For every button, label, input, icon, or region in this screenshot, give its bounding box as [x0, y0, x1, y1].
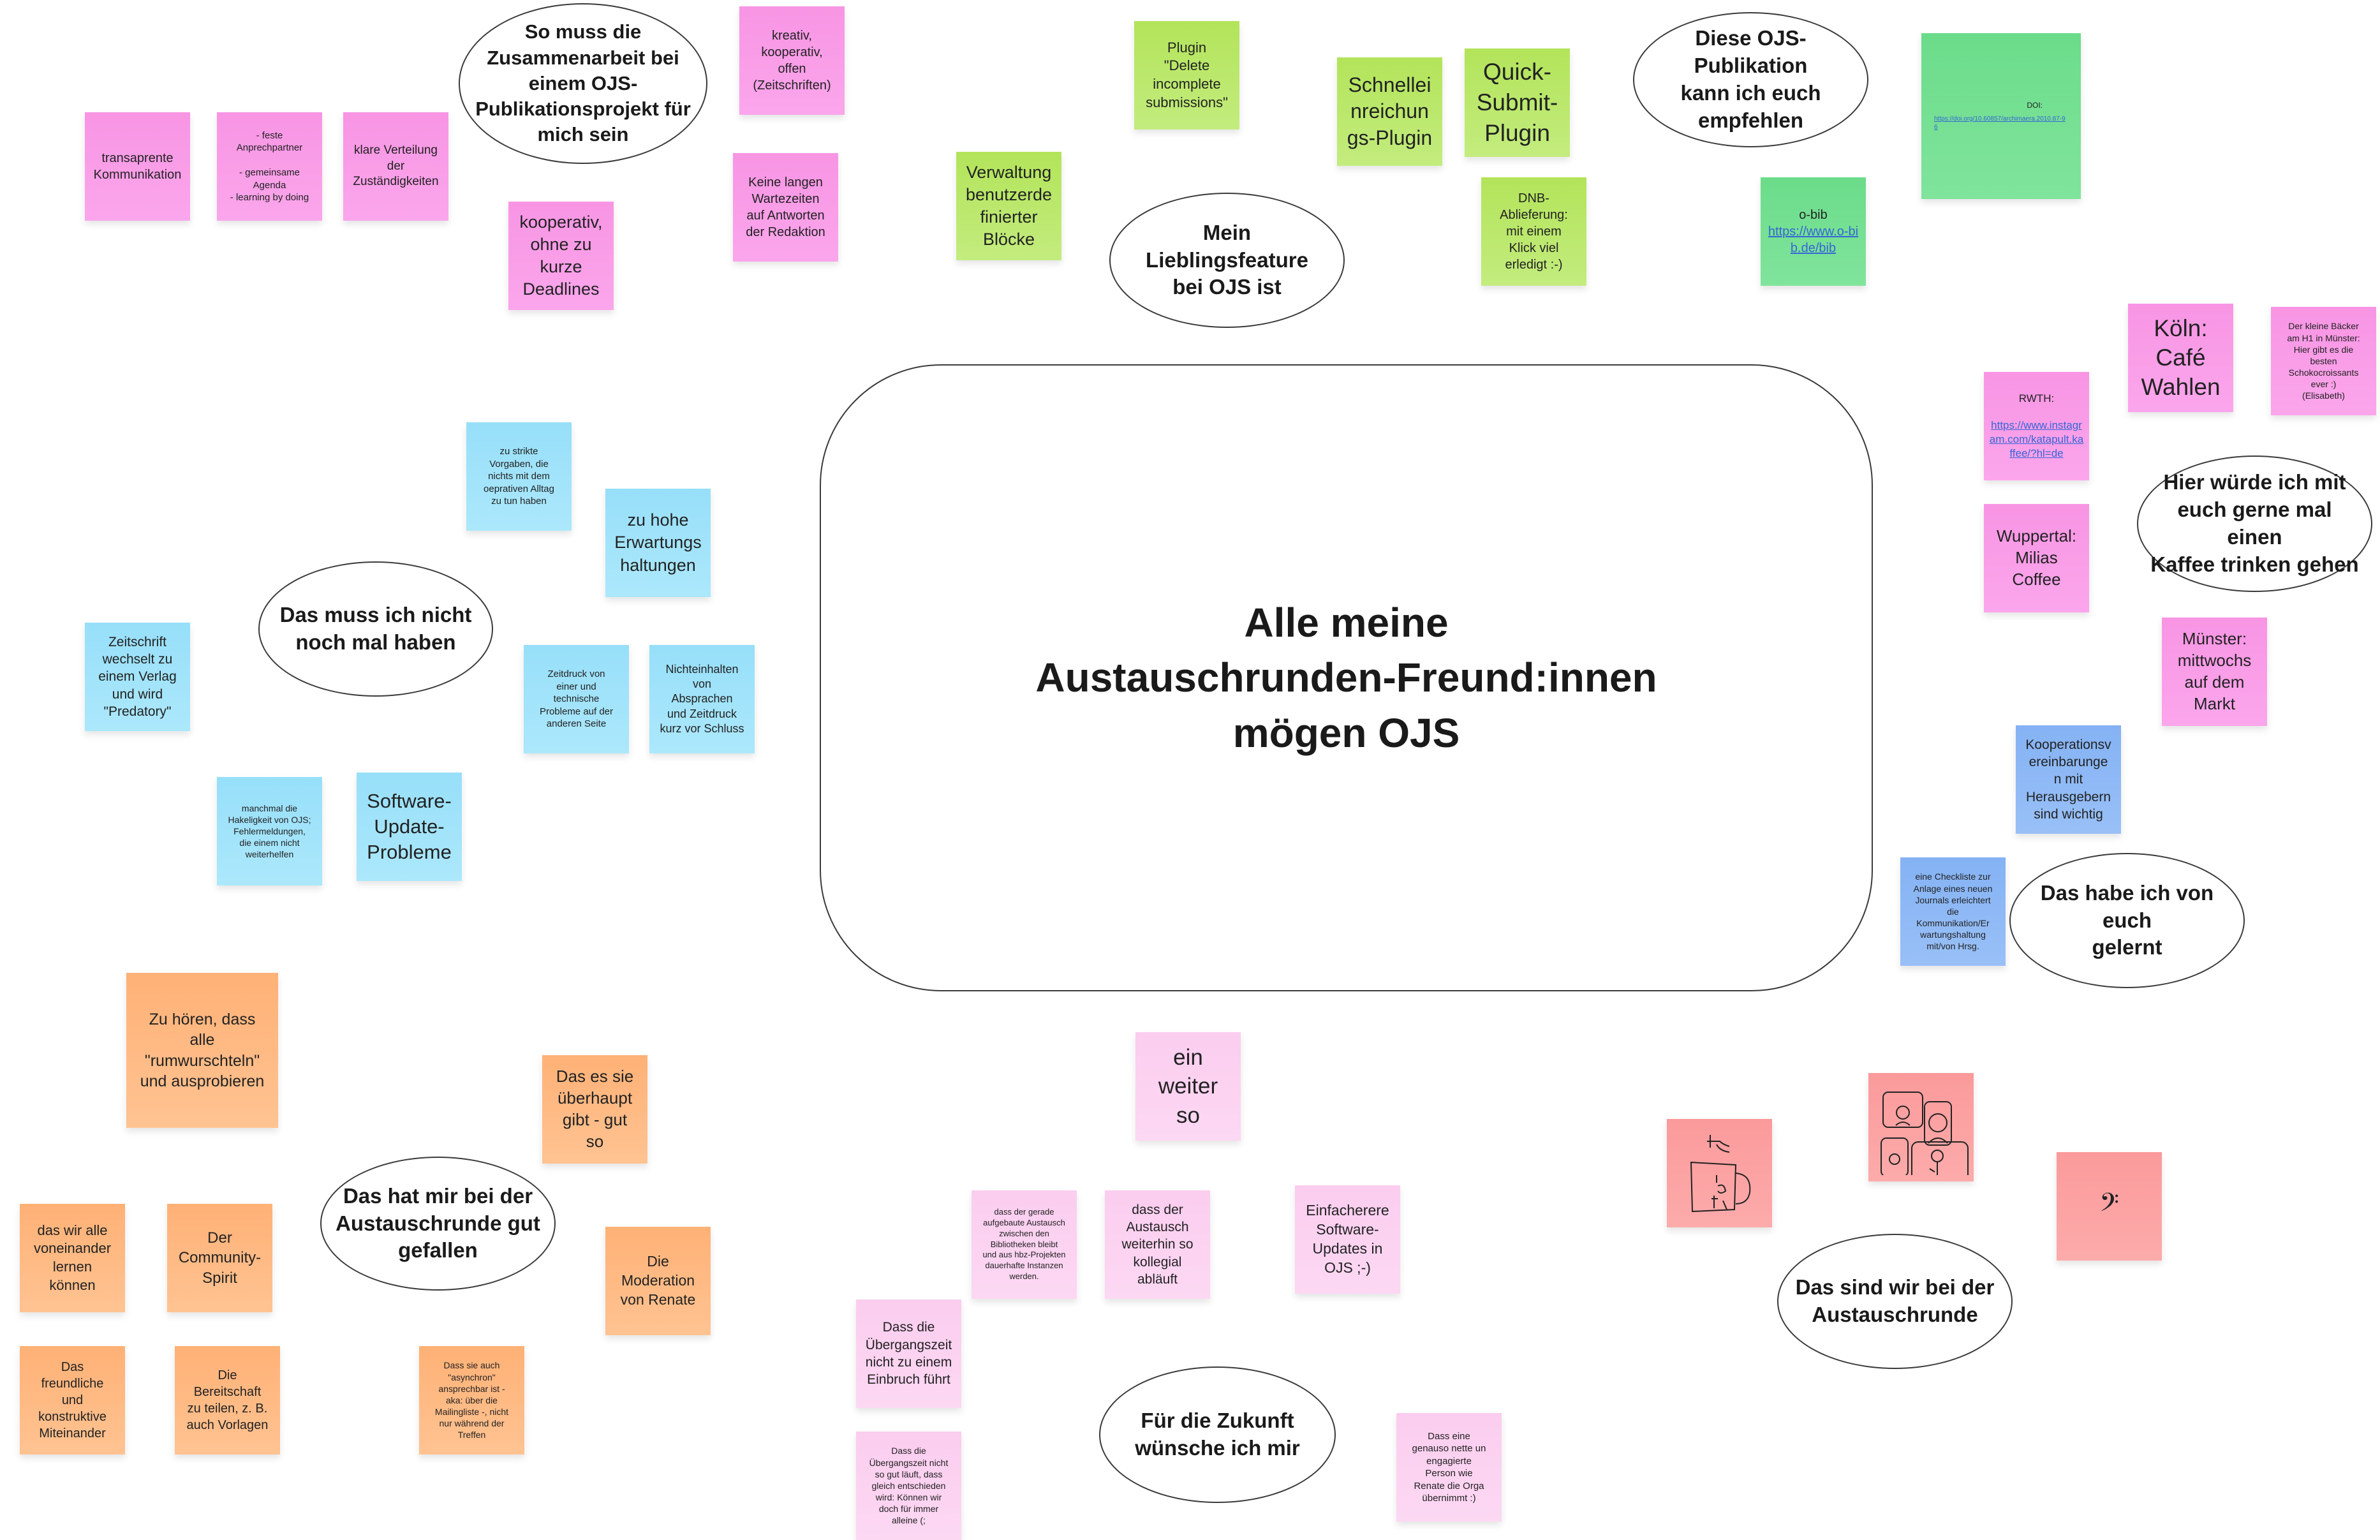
bass-clef-drawing[interactable]: 𝄢: [2057, 1152, 2162, 1261]
sticky-note[interactable]: dass der gerade aufgebaute Austausch zwi…: [972, 1190, 1077, 1299]
topic-zukunft[interactable]: Für die Zukunft wünsche ich mir: [1099, 1366, 1336, 1503]
obib-label: o-bib: [1799, 208, 1828, 222]
sticky-note[interactable]: Software- Update- Probleme: [357, 773, 462, 881]
sticky-note[interactable]: zu strikte Vorgaben, die nichts mit dem …: [466, 422, 572, 531]
sticky-note[interactable]: dass der Austausch weiterhin so kollegia…: [1105, 1190, 1210, 1299]
central-topic[interactable]: Alle meine Austauschrunden-Freund:innen …: [820, 364, 1873, 991]
sticky-note[interactable]: Dass sie auch "asynchron" ansprechbar is…: [419, 1346, 524, 1455]
sticky-note[interactable]: Verwaltung benutzerde finierter Blöcke: [956, 152, 1061, 260]
topic-gelernt[interactable]: Das habe ich von euch gelernt: [2009, 853, 2245, 988]
sticky-note[interactable]: Der Community- Spirit: [167, 1204, 272, 1312]
coffee-mug-icon: [1690, 1135, 1750, 1213]
rwth-label: RWTH:: [2018, 392, 2055, 404]
sticky-note[interactable]: kooperativ, ohne zu kurze Deadlines: [508, 202, 614, 310]
sticky-note[interactable]: Kooperationsv ereinbarunge n mit Herausg…: [2016, 725, 2121, 834]
sticky-note[interactable]: Einfacherere Software- Updates in OJS ;-…: [1295, 1185, 1400, 1294]
sticky-note[interactable]: Zeitschrift wechselt zu einem Verlag und…: [85, 623, 190, 731]
sticky-note[interactable]: Dass die Übergangszeit nicht so gut läuf…: [856, 1432, 961, 1540]
sticky-note[interactable]: manchmal die Hakeligkeit von OJS; Fehler…: [217, 777, 322, 885]
sticky-note[interactable]: Zu hören, dass alle "rumwurschteln" und …: [126, 973, 278, 1128]
sticky-note-rwth[interactable]: RWTH: https://www.instagram.com/katapult…: [1984, 372, 2089, 480]
sticky-note[interactable]: Das freundliche und konstruktive Miteina…: [20, 1346, 125, 1455]
sticky-note[interactable]: ein weiter so: [1135, 1032, 1241, 1141]
doi-label: DOI:: [2027, 101, 2043, 110]
sticky-note[interactable]: Das es sie überhaupt gibt - gut so: [542, 1055, 647, 1164]
sticky-note[interactable]: Quick- Submit- Plugin: [1465, 48, 1570, 157]
topic-kaffee[interactable]: Hier würde ich mit euch gerne mal einen …: [2137, 455, 2372, 592]
sticky-note[interactable]: Plugin "Delete incomplete submissions": [1134, 21, 1239, 130]
sticky-note[interactable]: Schnellei nreichun gs-Plugin: [1337, 57, 1442, 166]
sticky-note[interactable]: Münster: mittwochs auf dem Markt: [2162, 618, 2267, 726]
video-call-icon: [1880, 1092, 1969, 1175]
sticky-note[interactable]: das wir alle voneinander lernen können: [20, 1204, 125, 1312]
topic-nicht-nochmal[interactable]: Das muss ich nicht noch mal haben: [258, 561, 493, 697]
sticky-note-obib[interactable]: o-bib https://www.o-bib.de/bib: [1761, 177, 1866, 286]
sticky-note[interactable]: klare Verteilung der Zuständigkeiten: [343, 112, 448, 221]
sticky-note[interactable]: Zeitdruck von einer und technische Probl…: [524, 645, 629, 753]
sticky-note[interactable]: Köln: Café Wahlen: [2128, 304, 2233, 412]
sticky-note[interactable]: Dass eine genauso nette un engagierte Pe…: [1396, 1413, 1502, 1521]
coffee-mug-drawing[interactable]: [1667, 1119, 1772, 1227]
sticky-note[interactable]: Wuppertal: Milias Coffee: [1984, 504, 2089, 612]
sticky-note[interactable]: - feste Anprechpartner - gemeinsame Agen…: [217, 112, 322, 221]
topic-empfehlen[interactable]: Diese OJS-Publikation kann ich euch empf…: [1633, 12, 1868, 147]
sticky-note[interactable]: Die Bereitschaft zu teilen, z. B. auch V…: [175, 1346, 280, 1455]
obib-link[interactable]: https://www.o-bib.de/bib: [1768, 225, 1859, 255]
sticky-note[interactable]: zu hohe Erwartungs haltungen: [605, 489, 711, 597]
topic-zusammenarbeit[interactable]: So muss die Zusammenarbeit bei einem OJS…: [459, 3, 707, 164]
video-call-drawing[interactable]: [1868, 1073, 1974, 1181]
doi-link[interactable]: https://doi.org/10.60857/archimaera.2010…: [1934, 115, 2066, 131]
sticky-note[interactable]: Nichteinhalten von Absprachen und Zeitdr…: [649, 645, 755, 753]
sticky-note[interactable]: DNB- Ablieferung: mit einem Klick viel e…: [1481, 177, 1586, 286]
sticky-note-doi[interactable]: DOI: https://doi.org/10.60857/archimaera…: [1921, 33, 2081, 199]
topic-gefallen[interactable]: Das hat mir bei der Austauschrunde gut g…: [320, 1157, 556, 1291]
sticky-note[interactable]: eine Checkliste zur Anlage eines neuen J…: [1900, 857, 2006, 966]
sticky-note[interactable]: Keine langen Wartezeiten auf Antworten d…: [733, 153, 838, 262]
topic-wir[interactable]: Das sind wir bei der Austauschrunde: [1777, 1234, 2013, 1369]
sticky-note[interactable]: transaprente Kommunikation: [85, 112, 190, 221]
bass-clef-icon: 𝄢: [2099, 1188, 2119, 1223]
sticky-note[interactable]: kreativ, kooperativ, offen (Zeitschrifte…: [739, 6, 845, 115]
rwth-link[interactable]: https://www.instagram.com/katapult.kaffe…: [1989, 418, 2084, 460]
sticky-note[interactable]: Der kleine Bäcker am H1 in Münster: Hier…: [2271, 307, 2376, 415]
sticky-note[interactable]: Dass die Übergangszeit nicht zu einem Ei…: [856, 1299, 961, 1408]
sticky-note[interactable]: Die Moderation von Renate: [605, 1227, 711, 1335]
topic-lieblingsfeature[interactable]: Mein Lieblingsfeature bei OJS ist: [1109, 193, 1345, 328]
